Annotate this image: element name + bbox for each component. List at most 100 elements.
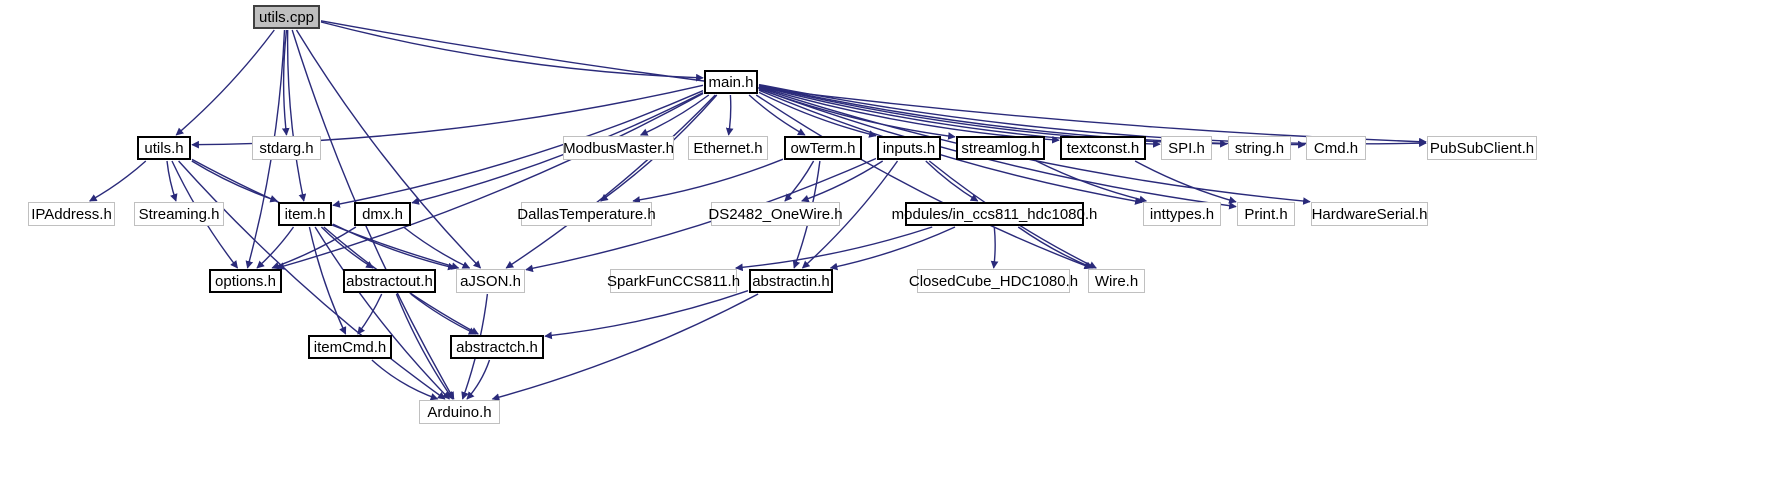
graph-node-label: owTerm.h	[790, 139, 856, 157]
graph-node-ethernet-h[interactable]: Ethernet.h	[688, 136, 768, 160]
graph-node-utils-h[interactable]: utils.h	[137, 136, 191, 160]
graph-node-label: Print.h	[1244, 205, 1288, 223]
graph-node-label: streamlog.h	[961, 139, 1040, 157]
graph-node-dmx-h[interactable]: dmx.h	[354, 202, 411, 226]
graph-node-streamlog-h[interactable]: streamlog.h	[956, 136, 1045, 160]
graph-edge-item-h-to-abstractout-h	[320, 226, 374, 269]
graph-edge-textconst-h-to-print-h	[1134, 160, 1237, 204]
graph-node-item-h[interactable]: item.h	[278, 202, 332, 226]
graph-edge-main-h-to-wire-h	[755, 94, 1093, 270]
graph-edge-inputs-h-to-ajson-h	[525, 157, 877, 273]
graph-node-inputs-h[interactable]: inputs.h	[877, 136, 941, 160]
graph-node-label: HardwareSerial.h	[1311, 205, 1428, 223]
graph-node-hardwareserial-h[interactable]: HardwareSerial.h	[1311, 202, 1428, 226]
graph-edge-abstractout-h-to-arduino-h	[395, 293, 454, 400]
graph-edge-utils-cpp-to-stdarg-h	[281, 29, 290, 136]
graph-node-inttypes-h[interactable]: inttypes.h	[1143, 202, 1221, 226]
graph-node-label: PubSubClient.h	[1429, 139, 1535, 157]
graph-node-stdarg-h[interactable]: stdarg.h	[252, 136, 321, 160]
graph-node-owterm-h[interactable]: owTerm.h	[784, 136, 862, 160]
graph-node-label: Cmd.h	[1313, 139, 1359, 157]
graph-edge-main-h-to-inputs-h	[758, 91, 877, 138]
graph-edge-utils-cpp-to-ajson-h	[295, 29, 482, 269]
graph-node-modules-ccs811-h[interactable]: modules/in_ccs811_hdc1080.h	[892, 202, 1097, 226]
graph-node-pubsubclient-h[interactable]: PubSubClient.h	[1427, 136, 1537, 160]
graph-node-label: item.h	[284, 205, 326, 223]
graph-node-abstractout-h[interactable]: abstractout.h	[343, 269, 436, 293]
graph-node-label: inttypes.h	[1149, 205, 1215, 223]
graph-edge-abstractch-h-to-arduino-h	[466, 359, 491, 400]
graph-node-itemcmd-h[interactable]: itemCmd.h	[308, 335, 392, 359]
graph-node-label: DallasTemperature.h	[517, 205, 656, 223]
graph-node-cmd-h[interactable]: Cmd.h	[1306, 136, 1366, 160]
graph-node-streaming-h[interactable]: Streaming.h	[134, 202, 224, 226]
graph-edge-abstractout-h-to-abstractch-h	[410, 293, 477, 335]
graph-edge-main-h-to-modbusmaster-h	[639, 94, 710, 136]
graph-edge-modules-ccs811-h-to-closedcube-h	[990, 226, 999, 269]
graph-edge-main-h-to-pubsubclient-h	[758, 83, 1427, 148]
graph-edge-main-h-to-dmx-h	[411, 91, 704, 205]
graph-edge-inputs-h-to-modules-ccs811-h	[925, 160, 979, 202]
graph-edge-main-h-to-options-h	[276, 92, 704, 270]
graph-edge-main-h-to-ethernet-h	[725, 94, 734, 136]
graph-node-label: textconst.h	[1066, 139, 1140, 157]
graph-edge-main-h-to-print-h	[758, 88, 1237, 210]
graph-node-label: IPAddress.h	[31, 205, 112, 223]
graph-node-print-h[interactable]: Print.h	[1237, 202, 1295, 226]
graph-node-label: utils.cpp	[258, 8, 315, 26]
graph-edge-utils-h-to-ipaddress-h	[89, 160, 147, 202]
graph-edge-itemcmd-h-to-arduino-h	[371, 359, 439, 401]
graph-edge-dmx-h-to-options-h	[271, 226, 357, 270]
graph-node-label: modules/in_ccs811_hdc1080.h	[891, 205, 1098, 223]
graph-edge-main-h-to-item-h	[332, 90, 704, 208]
graph-node-sparkfunccs811-h[interactable]: SparkFunCCS811.h	[607, 269, 740, 293]
graph-node-label: string.h	[1234, 139, 1285, 157]
graph-edge-modules-ccs811-h-to-abstractin-h	[829, 226, 956, 271]
graph-node-modbusmaster-h[interactable]: ModbusMaster.h	[563, 136, 674, 160]
graph-edge-item-h-to-itemcmd-h	[308, 226, 347, 335]
graph-node-label: utils.h	[144, 139, 184, 157]
graph-node-label: DS2482_OneWire.h	[708, 205, 843, 223]
graph-edge-dmx-h-to-ajson-h	[403, 226, 471, 269]
graph-node-label: Ethernet.h	[693, 139, 763, 157]
graph-node-abstractch-h[interactable]: abstractch.h	[450, 335, 544, 359]
graph-node-label: abstractch.h	[456, 338, 538, 356]
graph-node-spi-h[interactable]: SPI.h	[1161, 136, 1212, 160]
graph-edge-streamlog-h-to-inttypes-h	[1035, 160, 1148, 204]
graph-node-textconst-h[interactable]: textconst.h	[1060, 136, 1146, 160]
graph-node-label: ClosedCube_HDC1080.h	[908, 272, 1079, 290]
graph-edge-utils-h-to-arduino-h	[178, 160, 446, 400]
graph-edge-main-h-to-ajson-h	[505, 94, 716, 269]
graph-node-abstractin-h[interactable]: abstractin.h	[749, 269, 833, 293]
graph-node-utils-cpp[interactable]: utils.cpp	[253, 5, 320, 29]
graph-node-label: aJSON.h	[460, 272, 521, 290]
graph-node-label: Arduino.h	[427, 403, 492, 421]
graph-edge-item-h-to-ajson-h	[332, 223, 456, 271]
graph-edge-modules-ccs811-h-to-wire-h	[1017, 226, 1094, 269]
graph-node-main-h[interactable]: main.h	[704, 70, 758, 94]
graph-node-label: main.h	[708, 73, 754, 91]
graph-edge-owterm-h-to-ds2482-onewire-h	[784, 160, 815, 202]
graph-node-string-h[interactable]: string.h	[1228, 136, 1291, 160]
graph-node-ds2482-onewire-h[interactable]: DS2482_OneWire.h	[708, 202, 843, 226]
graph-node-label: SPI.h	[1168, 139, 1205, 157]
graph-edge-utils-cpp-to-pubsubclient-h	[320, 20, 1427, 146]
graph-edge-utils-h-to-streaming-h	[166, 160, 178, 202]
graph-node-ajson-h[interactable]: aJSON.h	[456, 269, 525, 293]
graph-node-arduino-h[interactable]: Arduino.h	[419, 400, 500, 424]
graph-node-ipaddress-h[interactable]: IPAddress.h	[28, 202, 115, 226]
graph-edge-main-h-to-owterm-h	[748, 94, 806, 136]
graph-edge-main-h-to-inttypes-h	[758, 89, 1143, 205]
graph-node-label: dmx.h	[362, 205, 403, 223]
graph-node-dallastemperature-h[interactable]: DallasTemperature.h	[517, 202, 656, 226]
graph-node-label: Streaming.h	[138, 205, 220, 223]
graph-edge-item-h-to-options-h	[256, 226, 295, 269]
graph-node-closedcube-h[interactable]: ClosedCube_HDC1080.h	[909, 269, 1078, 293]
graph-node-options-h[interactable]: options.h	[209, 269, 282, 293]
graph-node-label: itemCmd.h	[313, 338, 387, 356]
graph-node-wire-h[interactable]: Wire.h	[1088, 269, 1145, 293]
graph-edge-abstractin-h-to-arduino-h	[491, 293, 759, 401]
graph-edge-abstractin-h-to-abstractch-h	[544, 290, 749, 340]
